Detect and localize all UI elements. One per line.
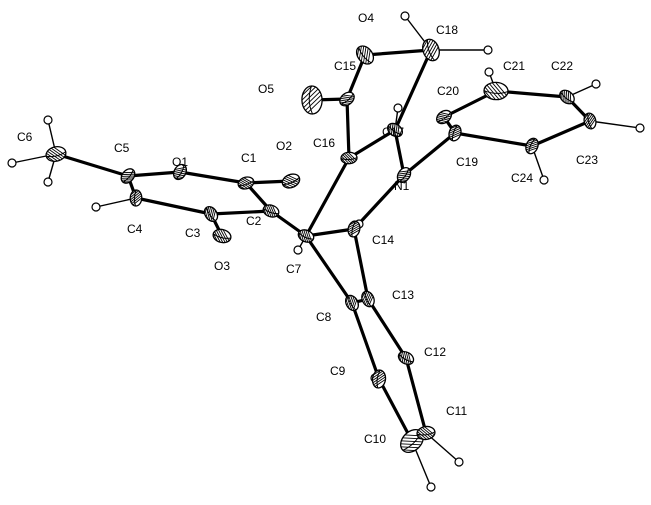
atom-label-o1: O1 <box>172 155 188 169</box>
atom-label-c19: C19 <box>456 155 478 169</box>
atom-ellipsoid-c5 <box>118 168 138 185</box>
atom-ellipsoid-n1 <box>394 167 414 185</box>
atom-label-c4: C4 <box>127 222 143 236</box>
atom-ellipsoid-c22 <box>558 87 575 107</box>
bond-c3-c4 <box>134 196 213 216</box>
atom-ellipsoid-c1 <box>236 176 256 191</box>
bond-o1-c1 <box>178 170 248 185</box>
atom-ellipsoid-c12 <box>396 349 415 367</box>
atom-label-c22: C22 <box>551 59 573 73</box>
bond-c11-c12 <box>404 356 428 435</box>
atom-label-c17: C17 <box>382 125 404 139</box>
atom-label-c23: C23 <box>576 153 598 167</box>
bond-c12-c13 <box>366 297 408 360</box>
hydrogen-atom <box>591 79 601 89</box>
hydrogen-atom <box>539 175 549 185</box>
h-bond-14 <box>589 120 641 129</box>
bond-c13-c14 <box>352 227 370 301</box>
atom-ellipsoid-c16 <box>340 151 358 165</box>
hydrogen-atom <box>393 103 403 113</box>
bond-n1-c17 <box>393 128 406 177</box>
bond-c5-o1 <box>126 170 182 178</box>
atom-label-c18: C18 <box>436 23 458 37</box>
atom-label-n1: N1 <box>394 179 410 193</box>
atom-ellipsoid-c6 <box>44 145 68 163</box>
hydrogen-atom <box>43 115 53 125</box>
hydrogen-atom <box>484 67 494 77</box>
atom-ellipsoid-c21 <box>483 81 509 101</box>
atom-label-c21: C21 <box>503 59 525 73</box>
atom-ellipsoid-c18 <box>420 37 440 63</box>
atom-label-o4: O4 <box>358 11 374 25</box>
atom-label-c20: C20 <box>437 84 459 98</box>
bond-c16-c17 <box>347 128 397 160</box>
hydrogen-atom <box>635 123 645 133</box>
bond-c7-c8 <box>304 234 354 305</box>
bond-n1-c19 <box>402 131 457 177</box>
atom-label-c6: C6 <box>17 130 33 144</box>
atom-label-c11: C11 <box>446 404 467 418</box>
bond-c6-c5 <box>54 152 130 178</box>
atom-label-c16: C16 <box>313 136 335 150</box>
bond-c7-c14 <box>304 227 356 238</box>
atom-label-o5: O5 <box>258 82 274 96</box>
atom-label-c13: C13 <box>392 288 414 302</box>
bond-c7-c16 <box>304 156 351 238</box>
bond-c9-c10 <box>377 377 414 443</box>
atom-ellipsoid-c8 <box>344 293 360 313</box>
hydrogen-atom <box>426 482 436 492</box>
h-bond-3 <box>95 197 137 208</box>
atom-ellipsoid-c2 <box>261 202 280 220</box>
atom-label-c2: C2 <box>246 214 262 228</box>
atom-ellipsoid-c19 <box>447 123 463 142</box>
hydrogen-bond-layer <box>7 11 645 492</box>
atom-ellipsoid-c17 <box>385 120 404 140</box>
atom-ellipsoid-o1 <box>171 163 189 182</box>
atom-ellipsoid-c4 <box>129 189 143 207</box>
bond-layer <box>54 48 592 443</box>
atom-ellipsoid-o2 <box>280 173 302 190</box>
atom-label-c24: C24 <box>511 171 533 185</box>
bond-o4-c18 <box>363 48 433 57</box>
atom-ellipsoid-o5 <box>301 85 323 115</box>
atom-label-c3: C3 <box>185 226 201 240</box>
atom-label-o2: O2 <box>276 139 292 153</box>
atom-label-c8: C8 <box>316 310 332 324</box>
atom-ellipsoid-c11 <box>416 425 436 441</box>
hydrogen-atom <box>7 158 17 168</box>
bond-c24-c19 <box>453 131 534 148</box>
bond-c23-c24 <box>530 119 592 148</box>
hydrogen-atom <box>91 202 101 212</box>
hydrogen-atom <box>483 45 493 55</box>
atom-ellipsoid-c13 <box>360 289 375 309</box>
atom-label-c5: C5 <box>114 141 130 155</box>
hydrogen-atom <box>293 245 303 255</box>
bond-c2-c3 <box>209 209 273 216</box>
bond-c14-n1 <box>352 173 406 231</box>
hydrogen-atom <box>400 11 410 21</box>
atom-label-c14: C14 <box>372 233 394 247</box>
label-layer: O1 O2 O3 O4 O5 N1 C1 C2 C3 C4 C5 C6 C7 C… <box>17 11 598 446</box>
atom-label-c1: C1 <box>241 151 257 165</box>
atom-label-c9: C9 <box>330 364 346 378</box>
atom-label-o3: O3 <box>214 259 230 273</box>
hydrogen-atom <box>454 457 464 467</box>
atom-ellipsoid-c23 <box>582 111 597 131</box>
bond-c8-c9 <box>350 301 381 381</box>
atom-label-c15: C15 <box>334 59 356 73</box>
atom-label-c12: C12 <box>424 345 446 359</box>
atom-label-c7: C7 <box>286 262 302 276</box>
bond-c16-c15 <box>345 97 351 160</box>
bond-c18-c17 <box>393 48 433 132</box>
hydrogen-atom <box>43 177 53 187</box>
atom-label-c10: C10 <box>364 432 386 446</box>
